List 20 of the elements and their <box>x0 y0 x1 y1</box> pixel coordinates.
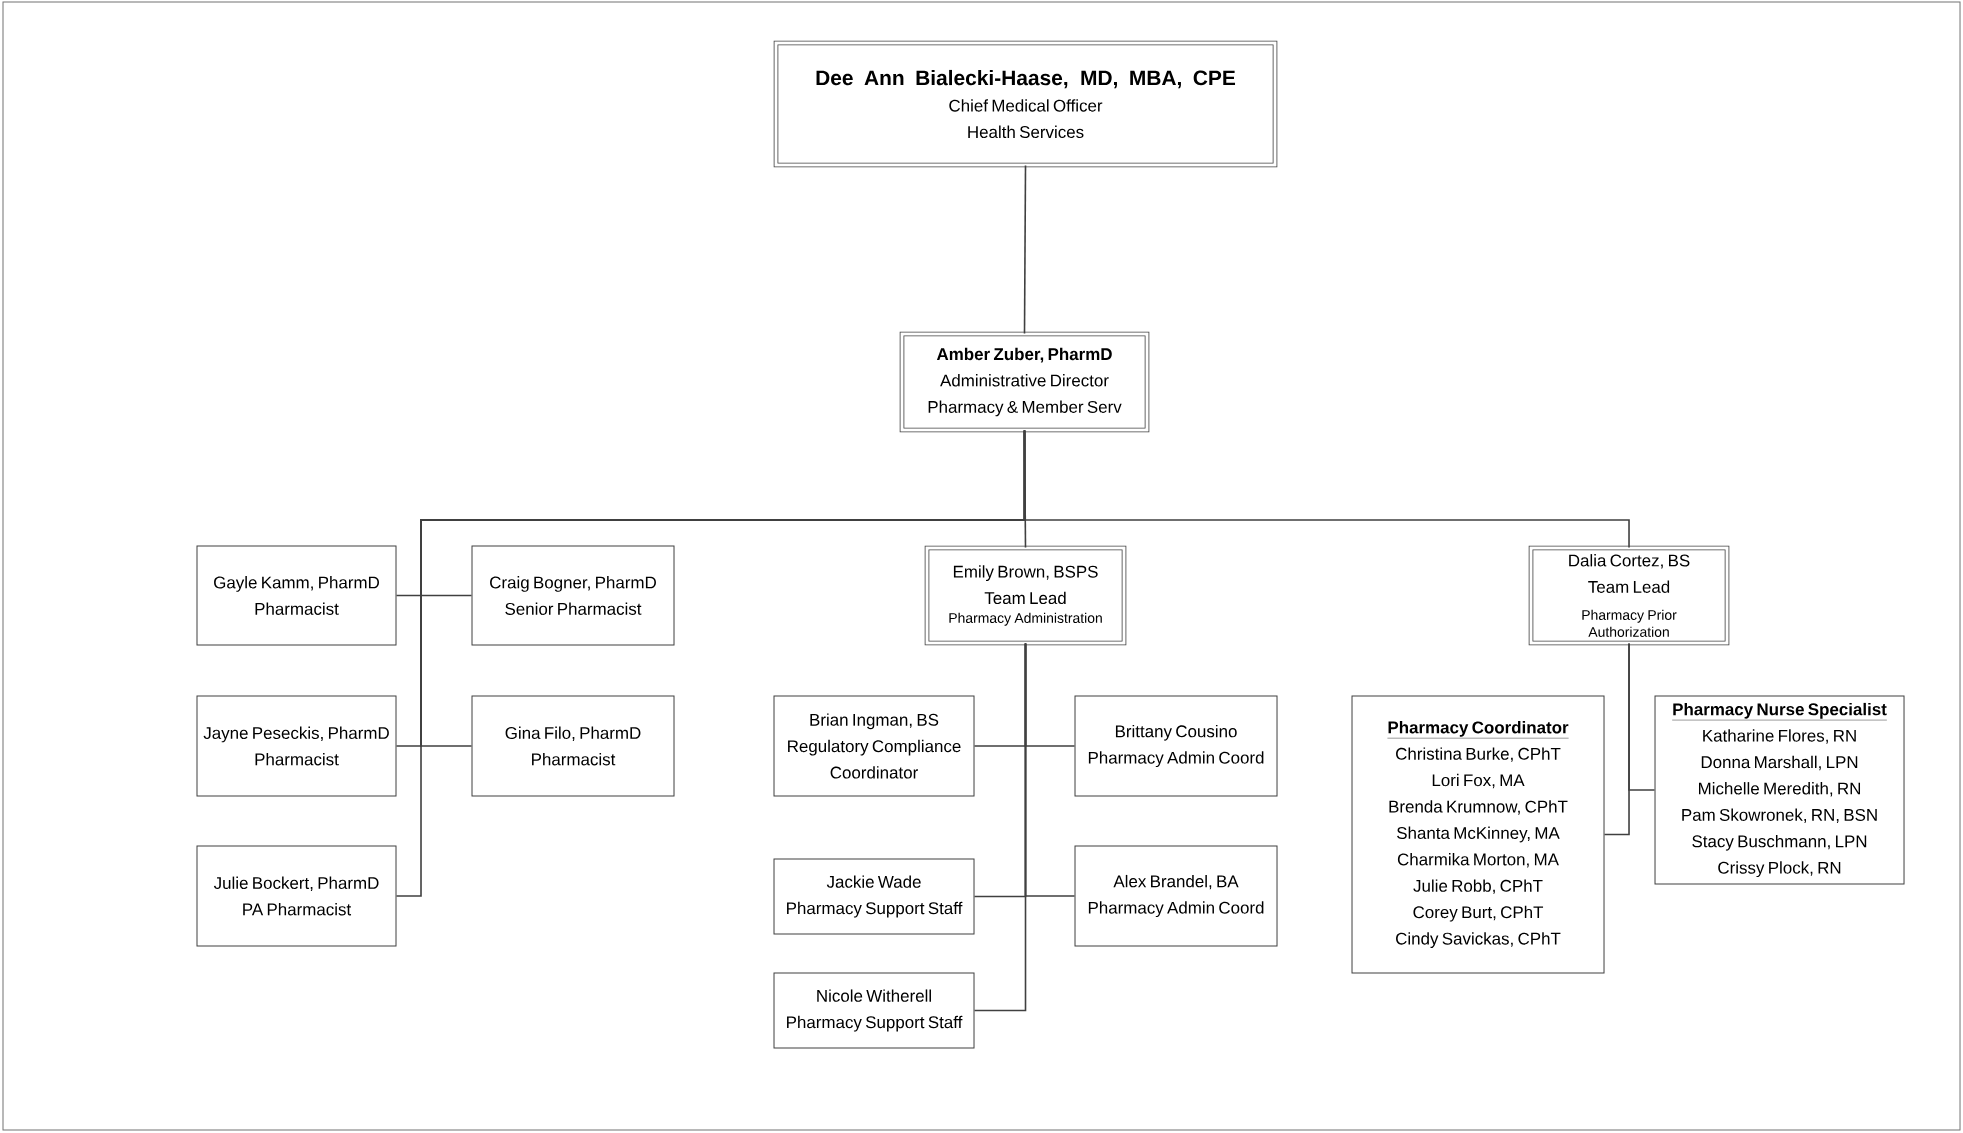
person-box: Gayle Kamm, PharmD Pharmacist <box>196 545 397 646</box>
person-box: Amber Zuber, PharmD Administrative Director Pharmacy & Member Serv <box>899 331 1150 433</box>
person-box: Nicole Witherell Pharmacy Support Staff <box>773 972 975 1049</box>
person-box: Emily Brown, BSPS Team Lead Pharmacy Administration <box>924 545 1127 646</box>
person-box: Brittany Cousino Pharmacy Admin Coord <box>1074 695 1278 797</box>
person-box: Alex Brandel, BA Pharmacy Admin Coord <box>1074 845 1278 947</box>
team-list-box: Pharmacy Nurse Specialist Katharine Flores, RN Donna Marshall, LPN Michelle Meredith, RN Pam Skowronek, RN, BSN Stacy Buschmann, LPN Crissy Plock, RN <box>1654 695 1905 885</box>
person-box: Julie Bockert, PharmD PA Pharmacist <box>196 845 397 947</box>
person-box: Brian Ingman, BS Regulatory Compliance Coordinator <box>773 695 975 797</box>
connector-line <box>1023 164 1027 335</box>
team-list-box: Pharmacy Coordinator Christina Burke, CPhT Lori Fox, MA Brenda Krumnow, CPhT Shanta McKinney, MA Charmika Morton, MA Julie Robb, CPhT Corey Burt, CPhT Cindy Savickas, CPhT <box>1351 695 1605 974</box>
person-box: Jackie Wade Pharmacy Support Staff <box>773 858 975 935</box>
person-box: Jayne Peseckis, PharmD Pharmacist <box>196 695 397 797</box>
person-box: Dalia Cortez, BS Team Lead Pharmacy Prior Authorization <box>1528 545 1730 646</box>
person-box: Dee Ann Bialecki-Haase, MD, MBA, CPE Chief Medical Officer Health Services <box>773 40 1278 168</box>
person-box: Gina Filo, PharmD Pharmacist <box>471 695 675 797</box>
connector-line <box>1023 429 1630 549</box>
person-box: Craig Bogner, PharmD Senior Pharmacist <box>471 545 675 646</box>
connector-line <box>1628 642 1656 791</box>
connector-line <box>973 642 1027 1012</box>
